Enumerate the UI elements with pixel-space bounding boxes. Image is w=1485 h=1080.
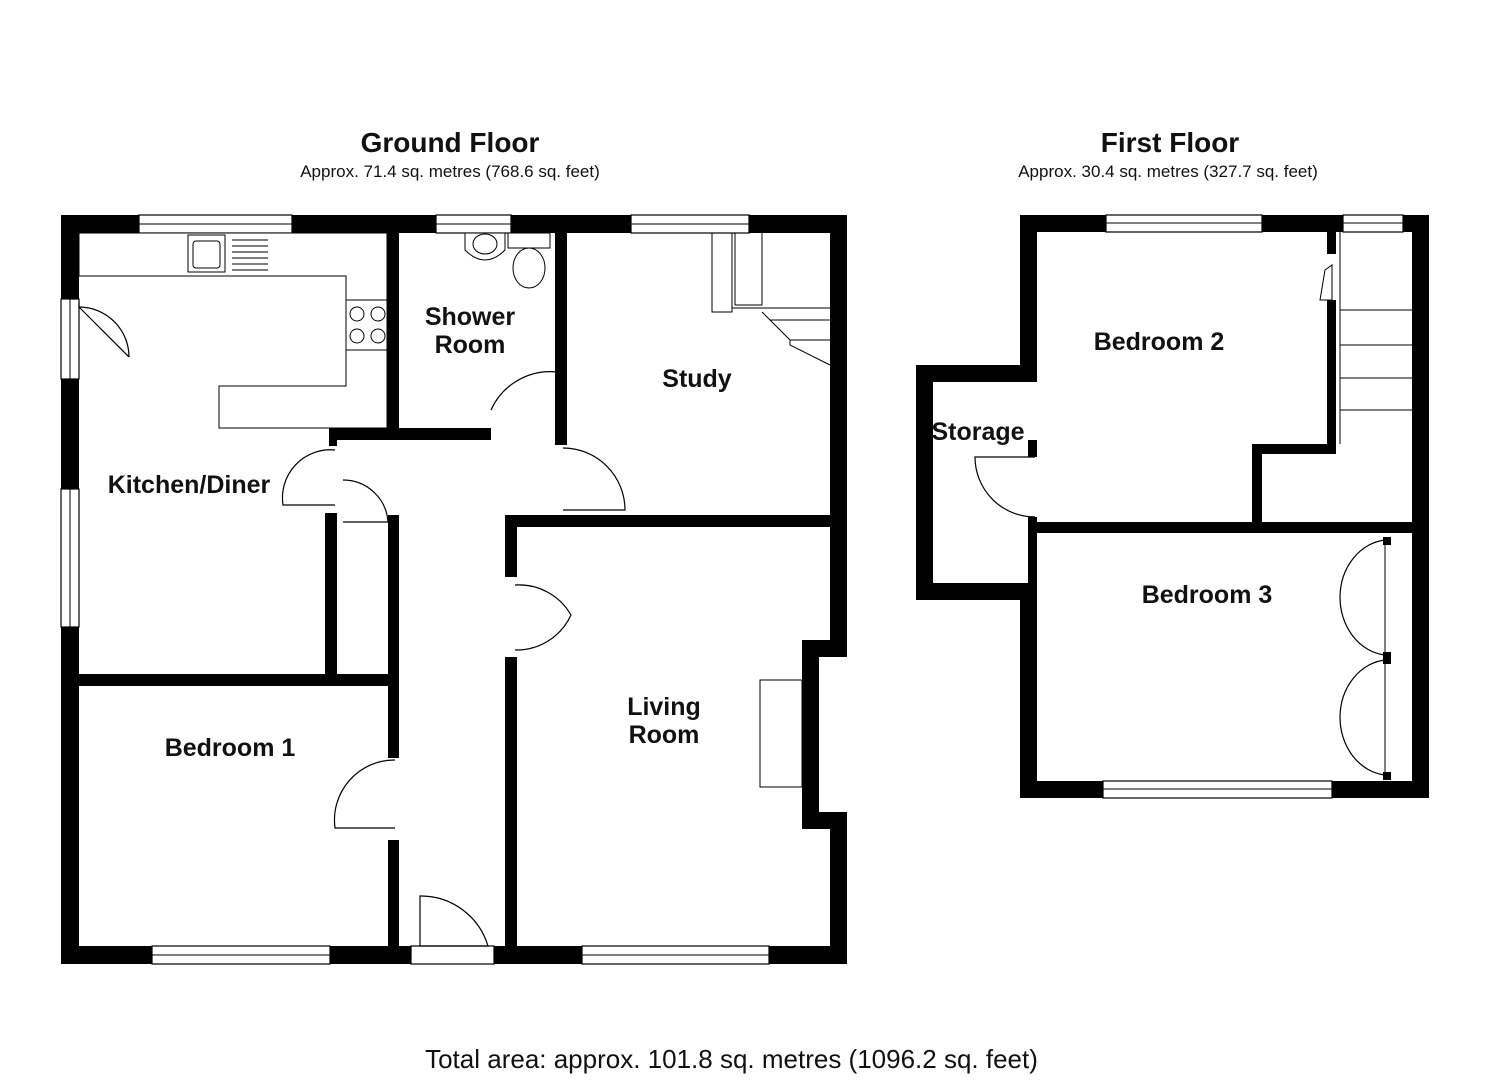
ground-doors (78, 303, 626, 947)
kitchen-bedroom1-wall (79, 674, 399, 686)
shower-room-label-line2: Room (435, 331, 506, 359)
ground-east-bay-wall (802, 640, 819, 829)
study-stairs (711, 233, 831, 366)
storage-west-wall (916, 365, 933, 600)
stair-wall-top (1327, 232, 1336, 254)
study-label: Study (662, 365, 732, 393)
ground-east-wall-lower (830, 812, 847, 964)
shower-room-fixtures (464, 232, 551, 289)
storage-south-wall (916, 583, 1037, 600)
wardrobe-doors (1339, 537, 1391, 780)
bedroom1-hall-wall-upper (388, 686, 399, 758)
bedroom1-hall-wall-lower (388, 840, 399, 950)
shower-south-wall (329, 428, 491, 440)
ground-windows (60, 214, 770, 965)
ground-east-wall-upper (830, 215, 847, 657)
landing-west-wall (1252, 444, 1262, 529)
ground-floor-plan: Kitchen/Diner Shower Room Study Bedroom … (60, 214, 847, 965)
fireplace-icon (759, 679, 803, 788)
first-windows (1102, 214, 1404, 799)
ground-floor-title: Ground Floor (360, 127, 540, 158)
kitchen-cupboard-wall (325, 513, 337, 678)
kitchen-shower-wall (387, 230, 399, 428)
total-area: Total area: approx. 101.8 sq. metres (10… (425, 1044, 1038, 1074)
stair-wall (1327, 300, 1336, 454)
first-floor-area: Approx. 30.4 sq. metres (327.7 sq. feet) (1018, 162, 1318, 181)
bedroom-1-label: Bedroom 1 (165, 734, 296, 762)
first-floor-plan: Bedroom 2 Storage Bedroom 3 (916, 214, 1429, 799)
cupboard-hall-wall (388, 515, 399, 678)
storage-north-wall (916, 365, 1037, 382)
shower-room-label-line1: Shower (425, 303, 516, 331)
kitchen-fixtures (78, 232, 388, 429)
living-room-label-line2: Room (629, 721, 700, 749)
first-floor-title: First Floor (1100, 127, 1240, 158)
hall-corner-post (329, 428, 337, 446)
bedroom-2-label: Bedroom 2 (1094, 328, 1225, 356)
first-west-wall-lower (1020, 583, 1037, 798)
bedroom-3-label: Bedroom 3 (1142, 581, 1273, 609)
hall-living-wall-lower (505, 657, 517, 947)
storage-label: Storage (931, 418, 1024, 446)
kitchen-diner-label: Kitchen/Diner (108, 471, 271, 499)
study-living-wall (505, 515, 835, 527)
ground-floor-area: Approx. 71.4 sq. metres (768.6 sq. feet) (300, 162, 600, 181)
storage-jamb-bottom (1028, 517, 1037, 583)
first-floor-stairs (1319, 232, 1412, 444)
first-east-wall (1412, 215, 1429, 798)
storage-jamb-top (1028, 440, 1037, 457)
storage-door (974, 456, 1036, 518)
bedroom2-bedroom3-wall (1037, 522, 1412, 533)
landing-north-wall (1252, 444, 1334, 454)
living-room-label-line1: Living (627, 693, 701, 721)
ground-east-bay-bottom (802, 812, 847, 829)
shower-study-wall (555, 230, 567, 445)
hall-living-wall-upper (505, 515, 517, 577)
first-west-wall-upper (1020, 215, 1037, 382)
